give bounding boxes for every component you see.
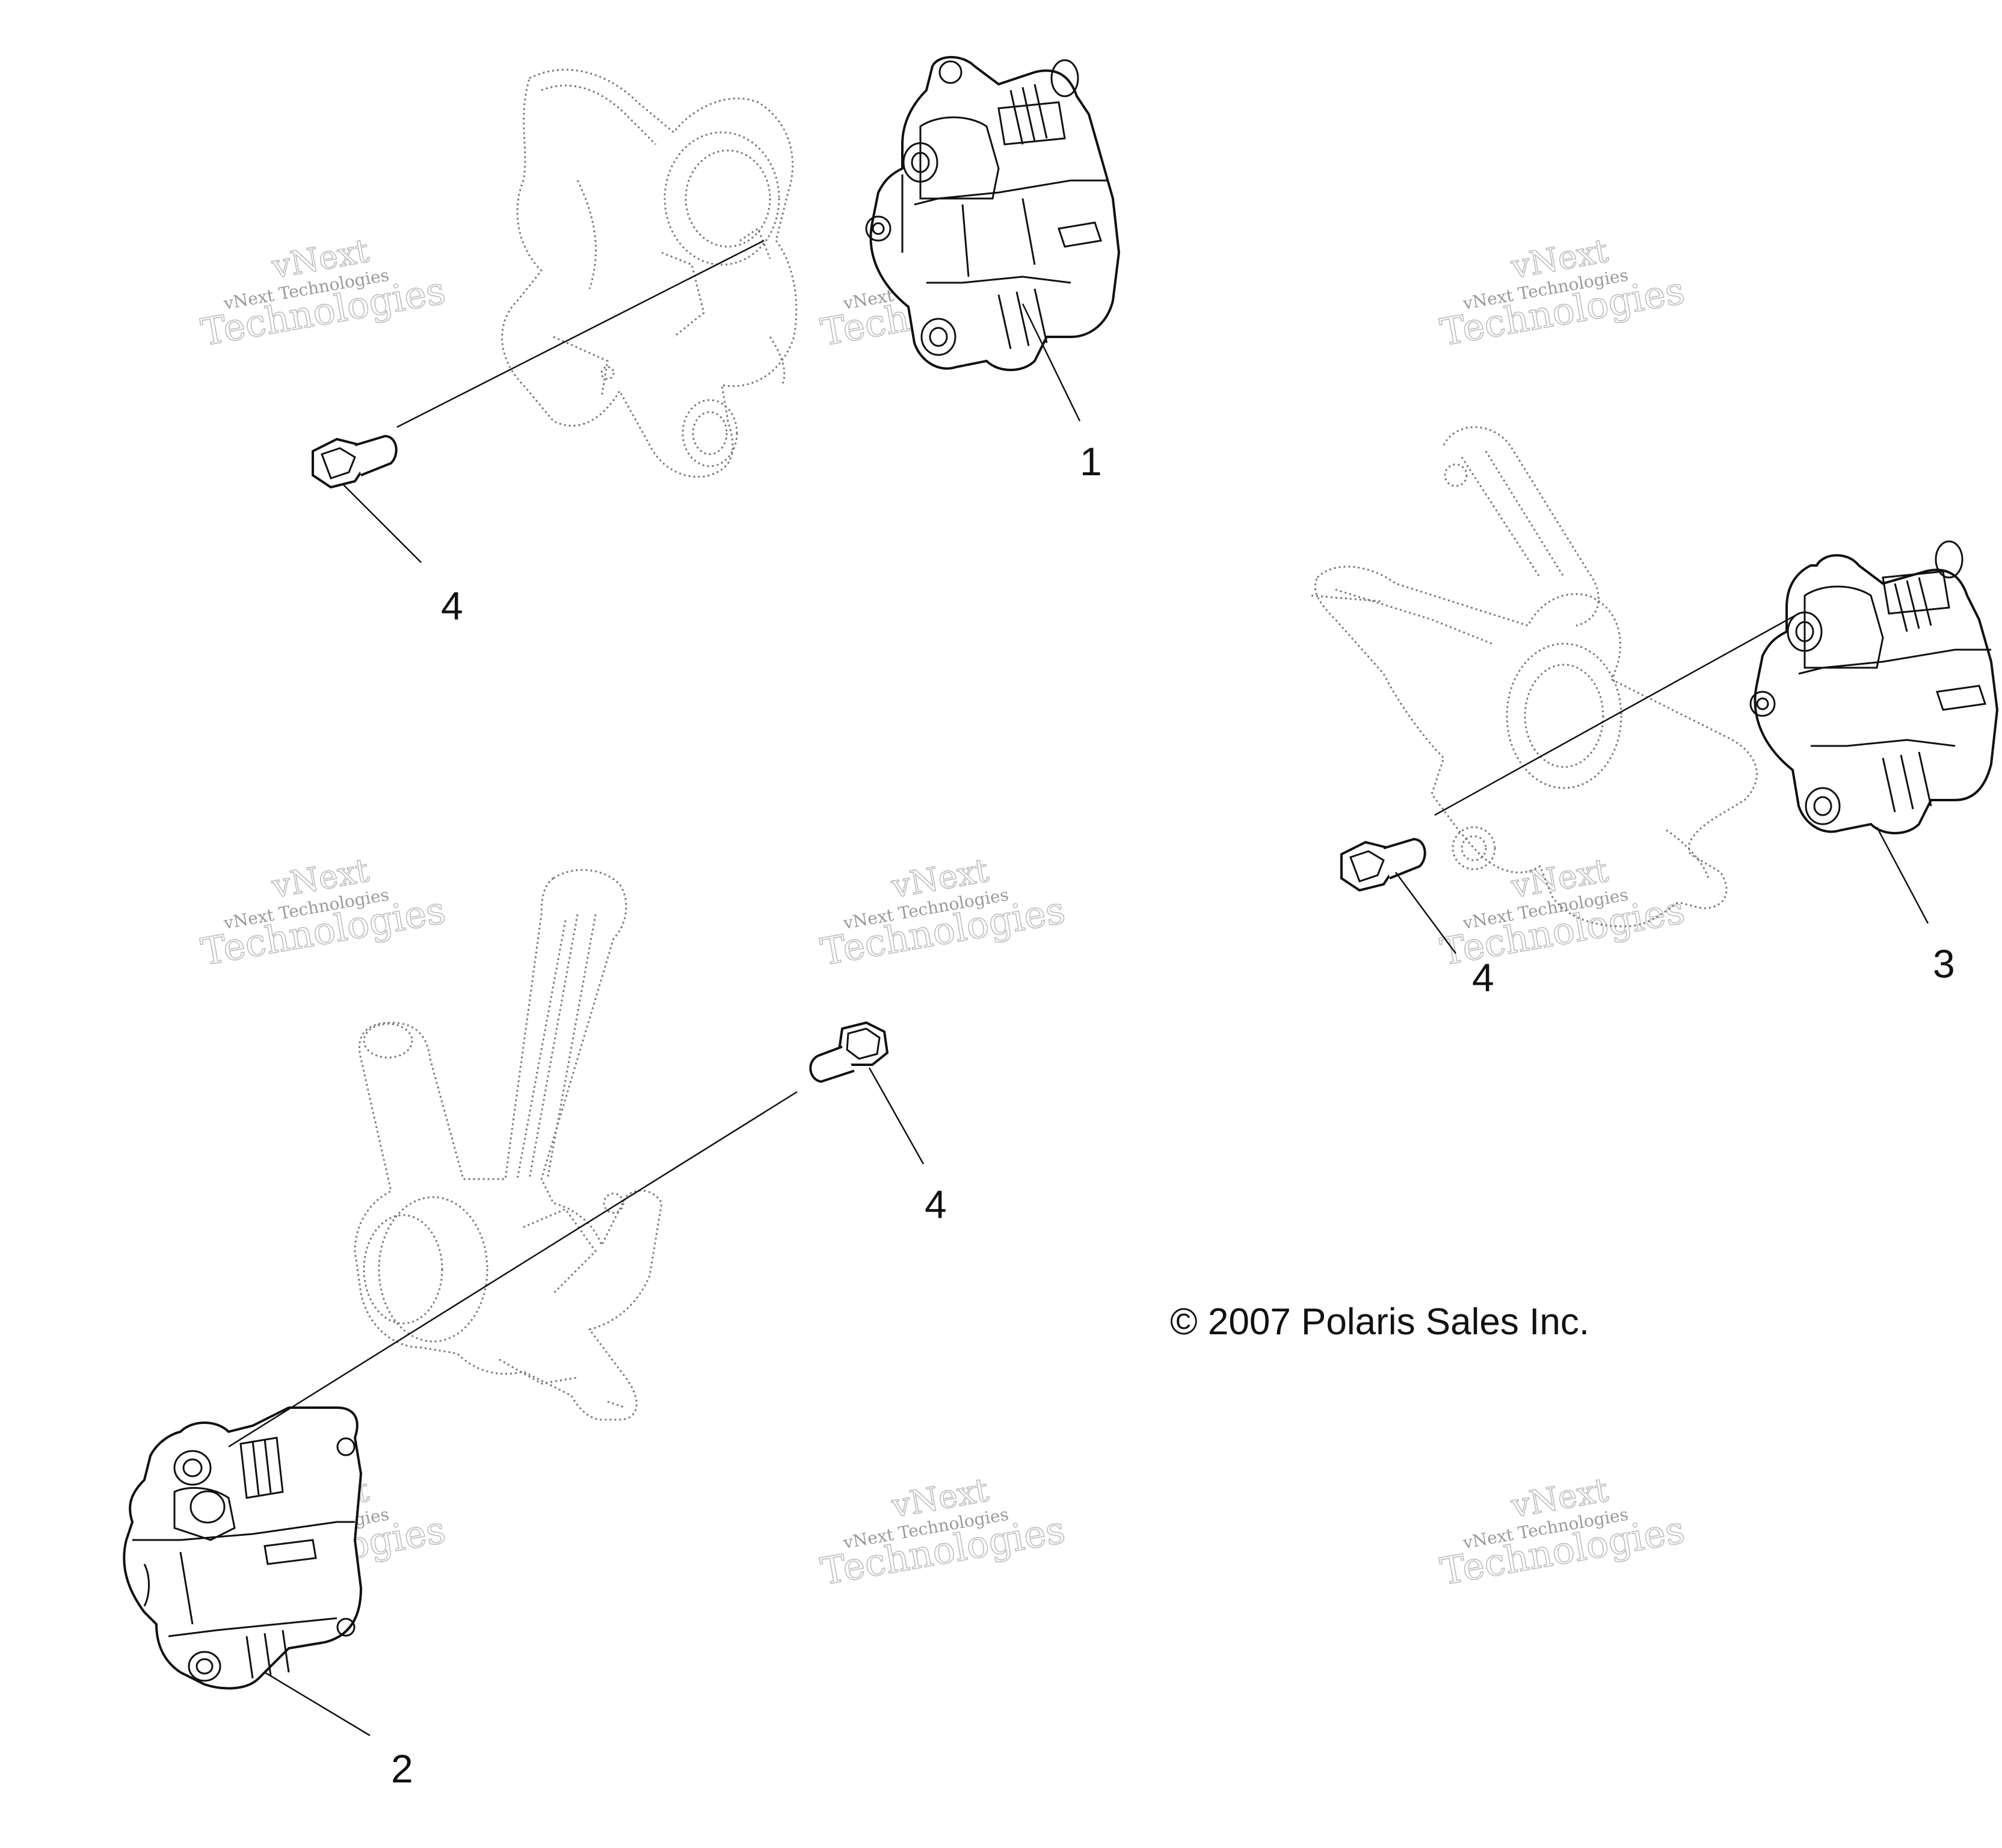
watermark-5: vNext vNext Technologies Technologies	[817, 851, 1068, 975]
brake-caliper-1	[865, 56, 1121, 371]
copyright-notice: © 2007 Polaris Sales Inc.	[1170, 1301, 1589, 1343]
ghost-knuckle-right	[1311, 426, 1758, 928]
leader-4a	[342, 484, 422, 563]
callout-4-bottom: 4	[925, 1182, 947, 1227]
watermark-6: vNext vNext Technologies Technologies	[1437, 851, 1688, 975]
callout-4-top: 4	[441, 584, 463, 628]
leader-3	[1876, 827, 1929, 924]
watermark-4: vNext vNext Technologies Technologies	[197, 851, 449, 975]
brake-caliper-2	[123, 1406, 363, 1690]
callout-3: 3	[1933, 941, 1955, 986]
callout-2: 2	[391, 1746, 413, 1791]
assembly-axis-right	[1434, 612, 1799, 816]
watermark-8: vNext vNext Technologies Technologies	[817, 1470, 1068, 1594]
assembly-axis-bottom	[228, 1091, 798, 1448]
leader-1	[1021, 303, 1081, 422]
watermark-3: vNext vNext Technologies Technologies	[1437, 231, 1688, 355]
leader-4b	[1394, 872, 1457, 954]
ghost-knuckle-bottom	[354, 869, 663, 1421]
brake-caliper-3	[1749, 540, 1999, 834]
bolt-4-bottom	[809, 1021, 889, 1083]
callout-1: 1	[1080, 439, 1102, 484]
bolt-4-right	[1340, 837, 1426, 892]
watermark-9: vNext vNext Technologies Technologies	[1437, 1470, 1688, 1594]
callout-4-right: 4	[1472, 955, 1494, 1000]
leader-4c	[868, 1067, 925, 1165]
assembly-axis-top	[396, 239, 765, 428]
bolt-4-top	[312, 434, 398, 489]
ghost-knuckle-top	[501, 69, 798, 478]
leader-2	[264, 1671, 371, 1737]
watermark-1: vNext vNext Technologies Technologies	[197, 231, 449, 355]
